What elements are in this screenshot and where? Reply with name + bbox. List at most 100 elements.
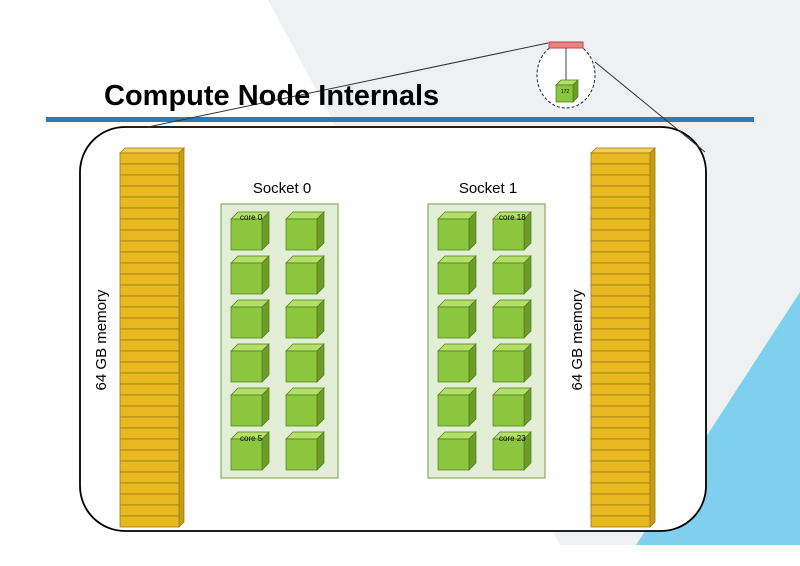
socket-1-core-cube-front xyxy=(492,218,525,251)
socket-0-core-cube xyxy=(285,431,325,471)
callout-node-cube xyxy=(555,79,579,103)
memory-right-module xyxy=(590,229,651,242)
socket-1-core-cube-side xyxy=(468,299,477,339)
socket-0-core-cube xyxy=(230,211,270,251)
callout-node-label: 172 xyxy=(561,89,570,95)
socket-0-core-cube xyxy=(285,255,325,295)
socket-0-core-cube-front xyxy=(285,350,318,383)
socket-0-cores xyxy=(230,211,325,471)
socket-0-core-cube-side xyxy=(261,431,270,471)
socket-1-core-cube-side xyxy=(523,343,532,383)
memory-right-module xyxy=(590,218,651,231)
memory-left-module xyxy=(119,229,180,242)
socket-0-core-cube-side xyxy=(261,343,270,383)
socket-0-core-cube-front xyxy=(230,350,263,383)
socket-1-core-cube-front xyxy=(492,394,525,427)
core-label-last-socket-0: core 5 xyxy=(240,434,263,443)
title-underline-bar xyxy=(46,117,754,122)
socket-0-core-cube-front xyxy=(230,438,263,471)
memory-right-module xyxy=(590,207,651,220)
zoom-line-left xyxy=(147,42,549,128)
memory-left-module xyxy=(119,240,180,253)
memory-left-module xyxy=(119,339,180,352)
socket-0-core-cube-side xyxy=(316,343,325,383)
socket-1-core-cube-front xyxy=(492,438,525,471)
memory-stack-left xyxy=(119,147,185,528)
socket-1-core-cube xyxy=(492,387,532,427)
memory-left-module xyxy=(119,405,180,418)
socket-1-core-cube xyxy=(437,387,477,427)
socket-0-core-cube xyxy=(285,211,325,251)
memory-left-module xyxy=(119,504,180,517)
socket-1-core-cube xyxy=(492,431,532,471)
socket-0-core-cube-side xyxy=(316,299,325,339)
socket-0-core-cube xyxy=(230,431,270,471)
memory-left-module xyxy=(119,152,180,165)
memory-right-module xyxy=(590,295,651,308)
socket-1-core-cube-side xyxy=(468,387,477,427)
memory-right-module xyxy=(590,416,651,429)
memory-label-left: 64 GB memory xyxy=(93,289,110,391)
memory-right-module xyxy=(590,460,651,473)
socket-1-core-cube-front xyxy=(492,262,525,295)
socket-0-core-cube xyxy=(285,387,325,427)
memory-right-module xyxy=(590,174,651,187)
socket-0-core-cube-front xyxy=(285,438,318,471)
socket-1-core-cube xyxy=(492,299,532,339)
memory-right-module xyxy=(590,504,651,517)
memory-left-module xyxy=(119,361,180,374)
memory-right-module xyxy=(590,372,651,385)
socket-0-core-cube-side xyxy=(316,211,325,251)
memory-left-module xyxy=(119,394,180,407)
socket-1-core-cube-side xyxy=(523,299,532,339)
socket-1-core-cube-side xyxy=(468,255,477,295)
memory-left-module xyxy=(119,174,180,187)
callout-bar xyxy=(548,41,584,49)
socket-0-core-cube-front xyxy=(285,394,318,427)
socket-1-core-cube-side xyxy=(468,343,477,383)
core-label-first-socket-1: core 18 xyxy=(499,213,526,222)
socket-0-core-cube-front xyxy=(230,262,263,295)
socket-1-core-cube-side xyxy=(468,211,477,251)
memory-right-module xyxy=(590,273,651,286)
memory-stack-right xyxy=(590,147,656,528)
socket-1-core-cube-front xyxy=(437,306,470,339)
socket-0-core-cube-side xyxy=(316,387,325,427)
memory-left-module xyxy=(119,427,180,440)
memory-right-module xyxy=(590,339,651,352)
callout-cube-front xyxy=(555,84,574,103)
memory-right-module xyxy=(590,361,651,374)
socket-1-core-cube xyxy=(437,211,477,251)
socket-1-core-cube xyxy=(492,211,532,251)
socket-0-core-cube xyxy=(230,255,270,295)
memory-left-module xyxy=(119,416,180,429)
memory-right-side-edge xyxy=(649,147,656,528)
memory-left-module xyxy=(119,306,180,319)
socket-0-core-cube-side xyxy=(316,255,325,295)
socket-0-core-cube-side xyxy=(316,431,325,471)
memory-left-module xyxy=(119,284,180,297)
socket-0-core-cube-front xyxy=(230,394,263,427)
memory-right-module xyxy=(590,482,651,495)
memory-left-module xyxy=(119,251,180,264)
socket-0-core-cube xyxy=(230,387,270,427)
memory-left-module xyxy=(119,295,180,308)
memory-right-module xyxy=(590,515,651,528)
socket-0-core-cube-front xyxy=(285,306,318,339)
socket-1-core-cube-front xyxy=(437,262,470,295)
socket-0-core-cube-side xyxy=(261,211,270,251)
memory-right-module xyxy=(590,251,651,264)
socket-0-core-cube-side xyxy=(261,387,270,427)
memory-right-module xyxy=(590,493,651,506)
socket-0-core-cube xyxy=(230,299,270,339)
socket-1-core-cube-front xyxy=(437,218,470,251)
memory-right-module xyxy=(590,394,651,407)
memory-right-top-edge xyxy=(590,147,656,154)
memory-right-module xyxy=(590,196,651,209)
memory-left-module xyxy=(119,262,180,275)
memory-left-module xyxy=(119,163,180,176)
socket-1-core-cube xyxy=(437,255,477,295)
socket-1-core-cube-front xyxy=(492,350,525,383)
socket-1-core-cube-front xyxy=(492,306,525,339)
